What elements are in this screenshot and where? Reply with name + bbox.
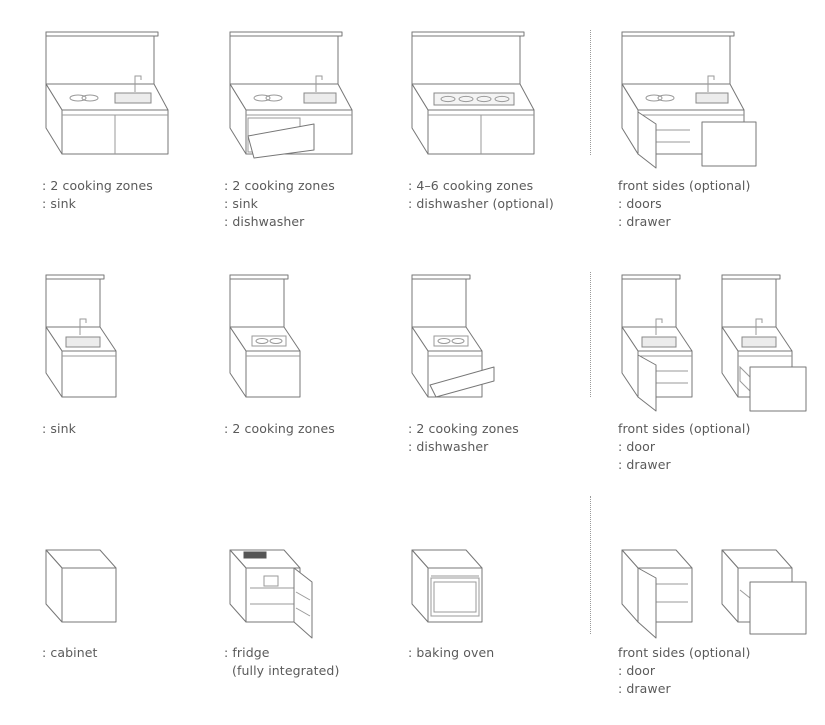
kitchen-module-illustration <box>224 30 359 158</box>
caption-line: front sides (optional) <box>618 178 751 193</box>
caption-line: : fridge <box>224 645 270 660</box>
kitchen-module-illustration-drawer <box>716 273 816 413</box>
caption-line: : 2 cooking zones <box>408 421 519 436</box>
caption-line: : baking oven <box>408 645 495 660</box>
caption-line: : door <box>618 439 656 454</box>
column-divider-bottom <box>590 496 591 634</box>
cabinet-illustration-door <box>616 546 696 642</box>
caption-line: : dishwasher <box>224 214 305 229</box>
cabinet-illustration <box>40 546 120 626</box>
kitchen-module-illustration <box>224 273 304 401</box>
caption-line: : 2 cooking zones <box>224 421 335 436</box>
caption-line: : sink <box>42 196 76 211</box>
caption-line: : 2 cooking zones <box>42 178 153 193</box>
caption-line: : door <box>618 663 656 678</box>
oven-illustration <box>406 546 486 626</box>
kitchen-module-illustration <box>40 273 120 401</box>
kitchen-module-illustration <box>40 30 170 158</box>
kitchen-module-illustration <box>406 30 541 158</box>
caption-line: : drawer <box>618 214 671 229</box>
kitchen-module-illustration <box>406 273 506 401</box>
caption-line: : 4–6 cooking zones <box>408 178 534 193</box>
caption-line: : dishwasher <box>408 439 489 454</box>
cabinet-illustration-drawer <box>716 546 816 642</box>
caption-line: : dishwasher (optional) <box>408 196 554 211</box>
fridge-illustration <box>224 546 324 642</box>
caption-line: : 2 cooking zones <box>224 178 335 193</box>
kitchen-module-illustration <box>616 30 766 170</box>
caption-line: : drawer <box>618 681 671 696</box>
caption-line: front sides (optional) <box>618 645 751 660</box>
column-divider-middle <box>590 272 591 397</box>
caption-line: : doors <box>618 196 662 211</box>
caption-line: : drawer <box>618 457 671 472</box>
caption-line: front sides (optional) <box>618 421 751 436</box>
caption-line: : cabinet <box>42 645 98 660</box>
column-divider-top <box>590 30 591 155</box>
caption-line: : sink <box>42 421 76 436</box>
kitchen-module-illustration-door <box>616 273 696 413</box>
caption-line: (fully integrated) <box>232 663 340 678</box>
caption-line: : sink <box>224 196 258 211</box>
